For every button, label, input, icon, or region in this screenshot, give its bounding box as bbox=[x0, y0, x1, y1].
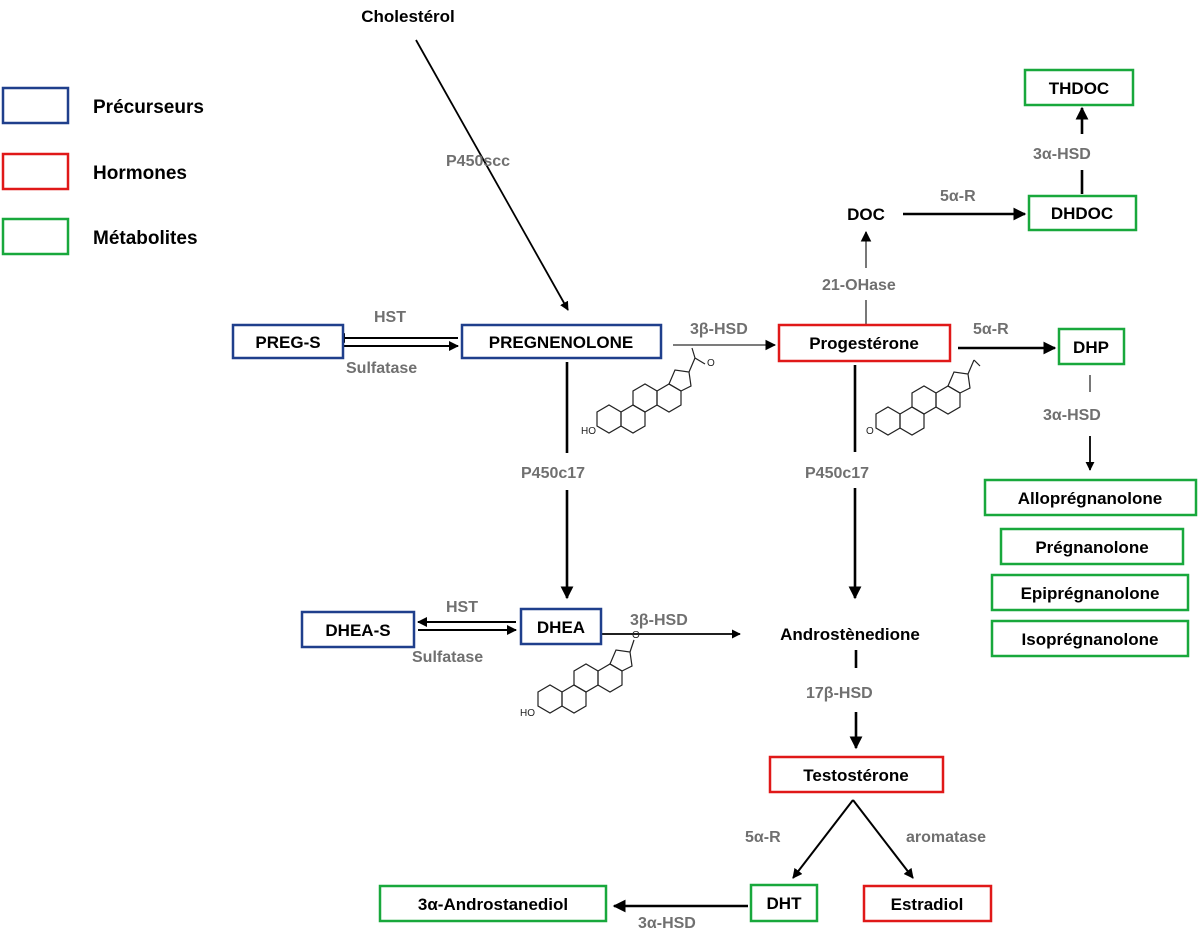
node-progesterone: Progestérone bbox=[809, 334, 919, 353]
legend-label-hormones: Hormones bbox=[93, 163, 187, 184]
legend-swatch-precursors bbox=[1, 86, 70, 125]
enzyme-p450scc: P450scc bbox=[446, 153, 510, 170]
node-box-pregnenolone bbox=[460, 323, 663, 360]
node-box-dhea-s bbox=[300, 610, 416, 649]
enzyme-labels: P450scc HST Sulfatase 3β-HSD P450c17 P45… bbox=[346, 146, 1101, 932]
node-box-estradiol bbox=[862, 884, 993, 923]
molecule-label-ho: HO bbox=[581, 426, 596, 437]
enzyme-sulfatase-bottom: Sulfatase bbox=[412, 649, 483, 666]
arrow-cholesterol-to-pregnenolone bbox=[415, 39, 569, 311]
node-dhea: DHEA bbox=[537, 618, 585, 637]
enzyme-5a-r-doc: 5α-R bbox=[940, 188, 976, 205]
node-isopregnanolone: Isoprégnanolone bbox=[1022, 630, 1159, 649]
node-box-dhp bbox=[1057, 327, 1126, 366]
node-box-testosterone bbox=[768, 755, 945, 794]
legend-swatch-metabolites bbox=[1, 217, 70, 256]
node-box-dhdoc bbox=[1027, 194, 1138, 232]
molecule-label-ho-dhea: HO bbox=[520, 708, 535, 719]
enzyme-sulfatase-top: Sulfatase bbox=[346, 360, 417, 377]
enzyme-5a-r-dht: 5α-R bbox=[745, 829, 781, 846]
node-dhea-s: DHEA-S bbox=[325, 621, 390, 640]
node-dhp: DHP bbox=[1073, 338, 1109, 357]
node-box-allopregnanolone bbox=[983, 478, 1198, 517]
node-allopregnanolone: Alloprégnanolone bbox=[1018, 489, 1163, 508]
node-cholesterol: Cholestérol bbox=[361, 7, 455, 26]
node-box-preg-s bbox=[231, 323, 345, 360]
enzyme-aromatase: aromatase bbox=[906, 829, 986, 846]
legend: Précurseurs Hormones Métabolites bbox=[1, 86, 204, 256]
node-androstenedione: Androstènedione bbox=[780, 625, 920, 644]
node-doc: DOC bbox=[847, 205, 885, 224]
node-androstanediol: 3α-Androstanediol bbox=[418, 895, 568, 914]
node-box-pregnanolone bbox=[999, 527, 1185, 566]
enzyme-3a-hsd-bottom: 3α-HSD bbox=[638, 915, 696, 932]
enzyme-3b-hsd-bottom: 3β-HSD bbox=[630, 612, 688, 629]
legend-label-metabolites: Métabolites bbox=[93, 228, 198, 249]
enzyme-3a-hsd-dhp: 3α-HSD bbox=[1043, 407, 1101, 424]
node-preg-s: PREG-S bbox=[255, 333, 320, 352]
node-epipregnanolone: Epiprégnanolone bbox=[1021, 584, 1160, 603]
molecule-label-o-dhea: O bbox=[632, 630, 640, 641]
enzyme-3a-hsd-thdoc: 3α-HSD bbox=[1033, 146, 1091, 163]
molecule-label-o-progesterone: O bbox=[866, 426, 874, 437]
arrow-testosterone-to-dht bbox=[792, 799, 854, 879]
enzyme-3b-hsd-top: 3β-HSD bbox=[690, 321, 748, 338]
node-pregnenolone: PREGNENOLONE bbox=[489, 333, 634, 352]
node-box-androstanediol bbox=[378, 884, 608, 923]
enzyme-hst-top: HST bbox=[374, 309, 406, 326]
node-box-dhea bbox=[519, 607, 603, 646]
legend-label-precursors: Précurseurs bbox=[93, 97, 204, 118]
molecule-structure-dhea: HO O bbox=[520, 630, 640, 719]
enzyme-p450c17-left: P450c17 bbox=[521, 465, 585, 482]
node-estradiol: Estradiol bbox=[891, 895, 964, 914]
node-box-dht bbox=[749, 883, 819, 923]
enzyme-p450c17-right: P450c17 bbox=[805, 465, 869, 482]
node-dht: DHT bbox=[767, 894, 803, 913]
node-dhdoc: DHDOC bbox=[1051, 204, 1113, 223]
node-testosterone: Testostérone bbox=[803, 766, 909, 785]
pathway-nodes: Cholestérol PREG-S PREGNENOLONE Progesté… bbox=[231, 7, 1198, 923]
node-box-thdoc bbox=[1023, 68, 1135, 107]
node-thdoc: THDOC bbox=[1049, 79, 1109, 98]
legend-swatch-hormones bbox=[1, 152, 70, 191]
molecule-structure-progesterone: O bbox=[866, 359, 981, 437]
pathway-arrows bbox=[335, 39, 1095, 913]
node-box-progesterone bbox=[777, 323, 952, 363]
molecule-structure-pregnenolone: HO O bbox=[581, 347, 715, 437]
enzyme-5a-r-dhp: 5α-R bbox=[973, 321, 1009, 338]
molecule-label-o: O bbox=[707, 358, 715, 369]
node-box-isopregnanolone bbox=[990, 619, 1190, 658]
node-box-epipregnanolone bbox=[990, 573, 1190, 612]
enzyme-21-ohase: 21-OHase bbox=[822, 277, 896, 294]
node-pregnanolone: Prégnanolone bbox=[1035, 538, 1148, 557]
enzyme-17b-hsd: 17β-HSD bbox=[806, 685, 873, 702]
enzyme-hst-bottom: HST bbox=[446, 599, 478, 616]
arrow-testosterone-to-estradiol bbox=[852, 799, 914, 879]
